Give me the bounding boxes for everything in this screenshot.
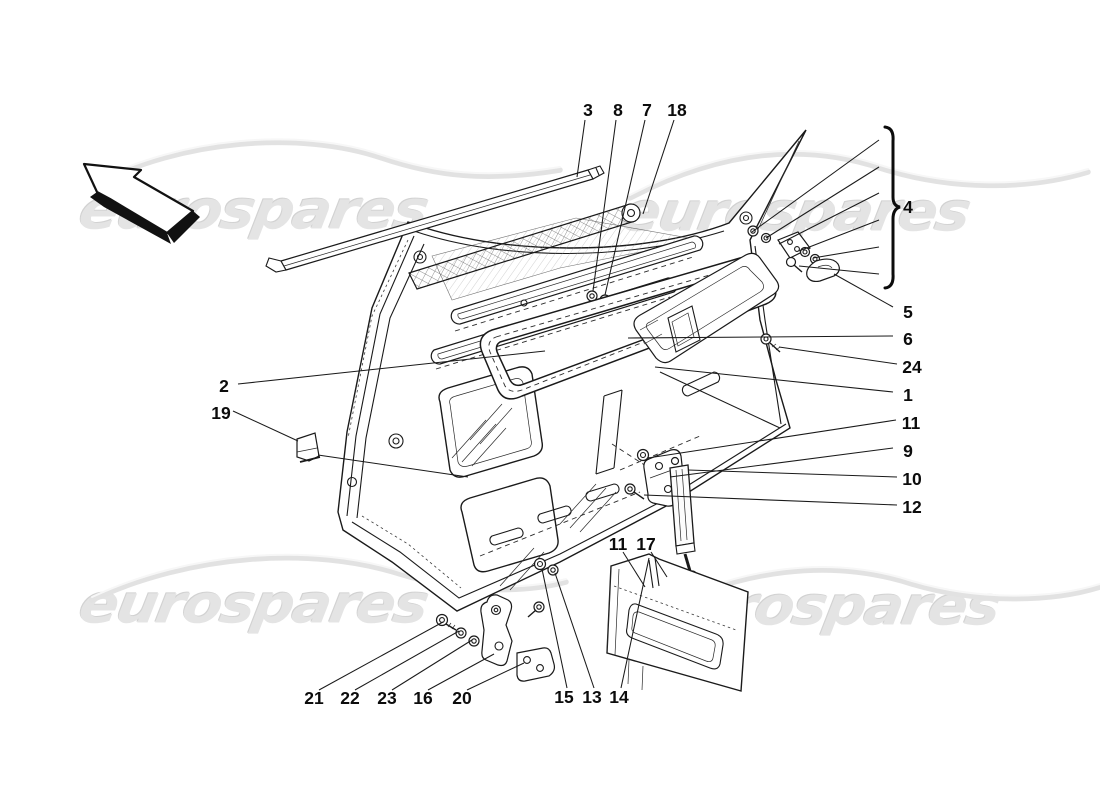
part-4-fan-line [778,192,880,245]
part-label-5: 5 [903,302,913,322]
leader-line-part-19 [317,454,469,478]
part-label-6: 6 [903,329,913,349]
front-body-panel [606,553,749,692]
leader-line-part-7 [604,119,646,296]
gas-strut-group [611,443,698,582]
part-label-11: 11 [609,534,628,554]
hinge-fastener-cluster-part4 [747,225,840,283]
hinge-bolt [533,601,545,613]
bolt-part21 [435,613,449,627]
leader-line-part-23 [391,639,473,691]
part-label-22: 22 [340,688,360,708]
part-label-10: 10 [902,469,922,489]
part-4-fan-line [798,265,880,275]
leader-line-part-2 [237,350,546,385]
flap-part19 [296,432,321,463]
bolt-part11 [636,448,650,462]
hinge-plate-part16 [480,594,513,667]
part-label-17: 17 [636,534,655,554]
leader-line-part-19 [232,410,299,442]
part-label-12: 12 [902,497,922,517]
leader-line-part-8 [592,119,617,292]
part-label-20: 20 [452,688,472,708]
part-label-23: 23 [377,688,397,708]
part-4-fan-line [812,246,880,259]
leader-line-part-1 [654,366,894,393]
part-label-14: 14 [609,687,629,707]
seal-rod-part18 [408,203,641,290]
part-label-21: 21 [304,688,324,708]
scoop-frame [633,252,780,364]
weatherstrip-rail-part3 [265,165,605,273]
leader-line-part-10 [687,469,898,478]
safety-hook-part5 [806,258,840,283]
leader-line-part-24 [778,346,898,365]
part-4-fan-line [751,139,880,233]
part-label-3: 3 [583,100,593,120]
part-label-13: 13 [582,687,602,707]
direction-arrow-icon [82,162,200,244]
leader-line-part-18 [642,119,675,215]
leader-line-part-15 [541,568,568,689]
part-4-fan-line [765,166,880,239]
part-label-1: 1 [903,385,913,405]
leader-line-part-20 [466,662,525,691]
part-label-15: 15 [554,687,574,707]
part-4-group-bracket [883,125,901,290]
washer-part23 [468,635,480,647]
leader-line-part-17 [650,551,668,578]
part-label-18: 18 [667,100,687,120]
part-label-19: 19 [211,403,231,423]
part-label-24: 24 [902,357,922,377]
leader-line-part-6 [627,335,894,339]
part-label-11: 11 [902,413,921,433]
part-4-fan-line [798,219,880,252]
plate-part20 [516,647,556,682]
leader-line-part-13 [554,572,595,689]
leader-line-part-3 [576,119,586,178]
part-label-16: 16 [413,688,433,708]
leader-line-part-5 [833,273,894,308]
bolt-part12 [624,483,636,495]
leader-line-part-21 [318,621,444,691]
part-label-8: 8 [613,100,623,120]
leader-line-part-9 [669,447,894,478]
part-label-7: 7 [642,100,652,120]
leader-line-part-16 [427,653,495,691]
washer-part22 [455,627,467,639]
part-label-2: 2 [219,376,229,396]
leader-line-part-11 [622,551,646,588]
leader-line-part-11 [647,419,897,459]
hinge-group-bottom [435,557,559,682]
part-label-4: 4 [903,197,913,217]
nut-part15 [533,557,547,571]
leader-line-part-22 [354,630,460,691]
nut-part13 [547,564,559,576]
glass-hatch-lines [451,403,617,591]
leader-line-part-14 [620,557,650,689]
part-label-9: 9 [903,441,913,461]
leader-line-part-12 [643,494,898,506]
